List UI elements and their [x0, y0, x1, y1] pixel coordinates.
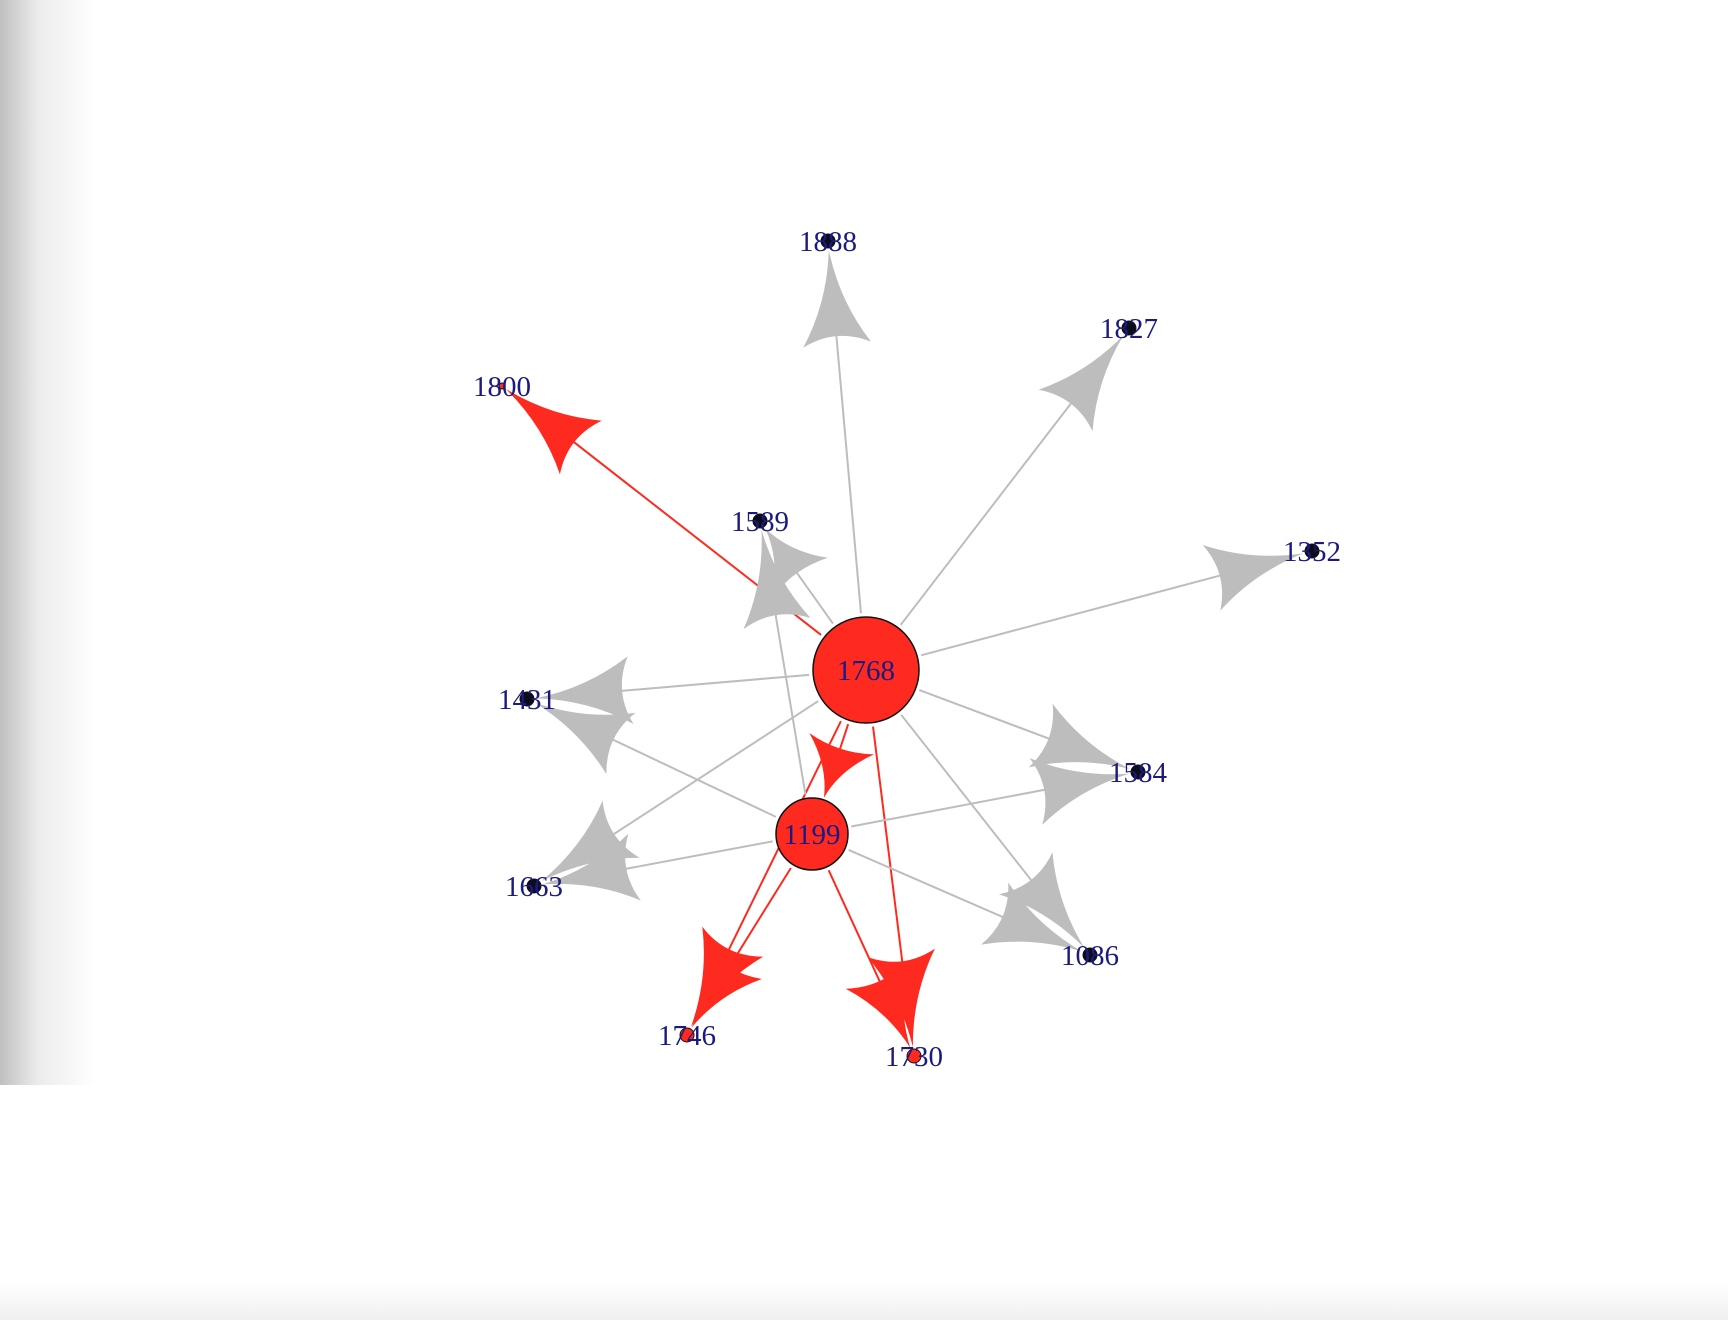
node-circle[interactable]: [1121, 320, 1137, 336]
edge-1768-1431: [535, 656, 810, 725]
node-1663[interactable]: [526, 878, 542, 894]
nodes-layer: [498, 233, 1320, 1064]
edge-line: [920, 571, 1231, 657]
edge-arrowhead: [845, 960, 911, 1048]
node-circle[interactable]: [906, 1048, 922, 1064]
edge-arrowhead: [542, 833, 641, 901]
node-label-1730: 1730: [885, 1041, 943, 1073]
edge-line: [604, 700, 819, 841]
node-1086[interactable]: [1082, 947, 1098, 963]
edge-arrowhead: [691, 943, 762, 1028]
node-1768[interactable]: [812, 616, 920, 724]
edge-arrowhead: [505, 389, 602, 475]
edge-1768-1584: [919, 689, 1130, 769]
edge-line: [899, 394, 1078, 626]
edge-1199-1589: [743, 529, 811, 795]
edge-arrowhead: [535, 702, 636, 775]
edge-arrowhead: [1202, 544, 1304, 611]
node-1730[interactable]: [906, 1048, 922, 1064]
node-1888[interactable]: [820, 233, 836, 249]
labels-layer: 1768 1199 1888 1827 1800 1589 1352 1431 1584 1663…: [473, 226, 1341, 1073]
edge-line: [603, 734, 777, 818]
edge-arrowhead: [1029, 758, 1130, 825]
node-1827[interactable]: [1121, 320, 1137, 336]
edge-1768-1352: [920, 544, 1304, 657]
edge-line: [851, 786, 1055, 828]
edge-line: [792, 567, 834, 625]
edge-line: [772, 604, 807, 795]
node-circle[interactable]: [775, 797, 849, 871]
node-circle[interactable]: [1082, 947, 1098, 963]
edge-line: [834, 325, 862, 614]
node-1352[interactable]: [1304, 543, 1320, 559]
node-label-1352: 1352: [1283, 536, 1341, 568]
node-circle[interactable]: [526, 878, 542, 894]
node-circle[interactable]: [820, 233, 836, 249]
edge-arrowhead: [809, 733, 874, 798]
window-shadow-left: [0, 0, 95, 1085]
node-label-1746: 1746: [658, 1020, 716, 1052]
edge-line: [723, 867, 792, 975]
node-label-1086: 1086: [1061, 940, 1119, 972]
edge-arrowhead: [999, 852, 1085, 948]
edge-line: [611, 673, 810, 693]
edge-arrowhead: [743, 529, 811, 630]
edge-1768-1199: [809, 723, 874, 798]
node-circle[interactable]: [752, 513, 768, 529]
node-label-1589: 1589: [731, 506, 789, 538]
edges-layer: [505, 249, 1304, 1048]
edge-1199-1431: [535, 702, 777, 818]
node-circle[interactable]: [1304, 543, 1320, 559]
node-label-1584: 1584: [1109, 757, 1168, 789]
edge-arrowhead: [1028, 703, 1130, 769]
edge-line: [900, 714, 1039, 889]
edge-line: [848, 849, 1013, 922]
node-1584[interactable]: [1130, 764, 1146, 780]
node-label-1431: 1431: [498, 684, 556, 716]
node-label-1663: 1663: [505, 871, 563, 903]
edge-line: [827, 869, 885, 990]
node-label-1768: 1768: [837, 655, 895, 687]
edge-arrowhead: [981, 882, 1082, 952]
node-circle[interactable]: [498, 382, 506, 390]
edge-1768-1663: [541, 700, 819, 882]
node-circle[interactable]: [519, 691, 535, 707]
edge-arrowhead: [541, 800, 640, 882]
node-1589[interactable]: [752, 513, 768, 529]
window-shadow-bottom: [0, 1282, 1728, 1320]
node-label-1827: 1827: [1100, 313, 1158, 345]
node-1746[interactable]: [679, 1027, 695, 1043]
edge-1768-1086: [900, 714, 1085, 948]
node-circle[interactable]: [812, 616, 920, 724]
node-label-1888: 1888: [799, 226, 857, 258]
node-circle[interactable]: [679, 1027, 695, 1043]
node-1199[interactable]: [775, 797, 849, 871]
edge-arrowhead: [803, 249, 872, 348]
node-label-1800: 1800: [473, 371, 531, 403]
node-label-1199: 1199: [784, 819, 841, 851]
edge-line: [919, 689, 1059, 744]
edge-line: [616, 840, 773, 872]
edge-1199-1663: [542, 833, 773, 901]
node-1800[interactable]: [498, 382, 506, 390]
edge-1768-1827: [899, 335, 1124, 626]
edge-arrowhead: [1038, 335, 1124, 432]
edge-1199-1584: [851, 758, 1130, 828]
edge-1199-1730: [827, 869, 911, 1048]
edge-1199-1746: [691, 867, 792, 1028]
edge-arrowhead: [535, 656, 634, 725]
edge-1199-1086: [848, 849, 1082, 952]
node-1431[interactable]: [519, 691, 535, 707]
node-circle[interactable]: [1130, 764, 1146, 780]
edge-line: [872, 726, 905, 972]
edge-1768-1888: [803, 249, 872, 614]
